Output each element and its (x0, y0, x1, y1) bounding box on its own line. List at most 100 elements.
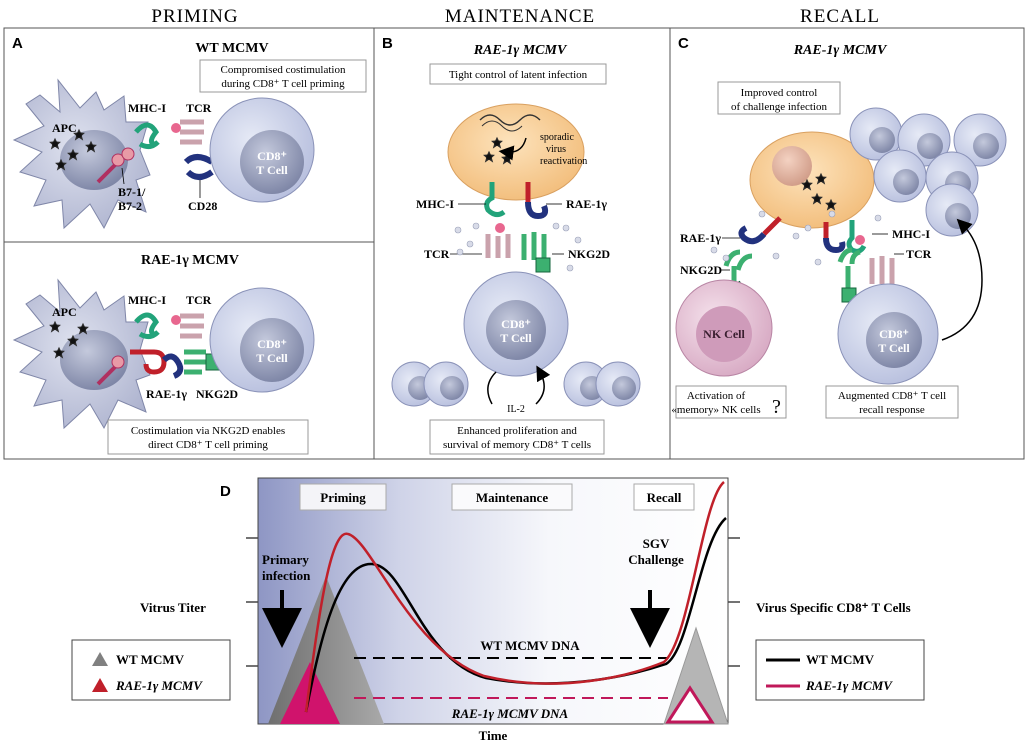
panel-a-label: A (12, 35, 23, 52)
panel-c: C RAE-1γ MCMV Improved control of challe… (671, 35, 1007, 419)
rae-1g-molecule (738, 225, 767, 245)
panel-b-title: RAE-1γ MCMV (473, 43, 568, 58)
phase-recall: Recall (647, 490, 682, 505)
t-cell-nucleus (486, 300, 546, 360)
t-cell-label-line1: CD8⁺ (257, 337, 287, 351)
wt-recall-triangle (663, 626, 729, 725)
panel-c-label: C (678, 35, 689, 52)
panel-b-note: Tight control of latent infection (449, 69, 588, 81)
nkg2d-molecule (184, 349, 206, 375)
apc-label: APC (52, 305, 77, 319)
sgv-line2: Challenge (628, 552, 684, 567)
t-cell-label-line1: CD8⁺ (501, 317, 531, 331)
panel-c-title: RAE-1γ MCMV (793, 43, 888, 58)
tcr-label: TCR (424, 247, 450, 261)
nk-note-line1: Activation of (687, 390, 746, 402)
legend-rae-triangle (92, 678, 108, 692)
t-cell-label-line1: CD8⁺ (879, 327, 909, 341)
rae-label: RAE-1γ (566, 197, 607, 211)
t-note-box (825, 385, 959, 419)
primary-infection-line1: Primary (262, 552, 309, 567)
mhc-i-molecule (484, 182, 506, 218)
mhc-label: MHC-I (892, 227, 930, 241)
header-recall: RECALL (800, 6, 880, 27)
wt-titer-triangle (268, 576, 384, 724)
wt-tcell-curve (304, 517, 727, 713)
t-cell-nucleus (240, 130, 304, 194)
peptide (855, 235, 865, 245)
panel-a-bottom-note-line1: Costimulation via NKG2D enables (131, 425, 285, 437)
nk-note-box (675, 385, 787, 419)
proliferation-arrow (487, 371, 497, 405)
rae-label: RAE-1γ (680, 231, 721, 245)
rae-1g-molecule (161, 353, 184, 379)
rae-label: RAE-1γ (146, 387, 187, 401)
peptide (171, 123, 181, 133)
panel-d: D Priming Maintenance Recall WT MCMV DNA… (71, 477, 925, 743)
tcr-label: TCR (186, 101, 212, 115)
nkg2d-label: NKG2D (568, 247, 610, 261)
sgv-line1: SGV (643, 536, 670, 551)
phase-recall-box (633, 483, 695, 511)
legend-left-rae: RAE-1γ MCMV (115, 678, 203, 693)
right-axis-label: Virus Specific CD8⁺ T Cells (756, 600, 911, 615)
rae-tcell-curve (304, 481, 725, 713)
infected-cell (447, 103, 585, 201)
panel-b-bottom-line2: survival of memory CD8⁺ T cells (443, 439, 591, 451)
sporadic-line1: sporadic (540, 132, 574, 143)
mhc-i-molecule (134, 122, 160, 150)
apc-nucleus (60, 130, 128, 190)
proliferation-arrow (535, 365, 551, 405)
left-axis-label: Vitrus Titer (140, 600, 206, 615)
tcr-label: TCR (186, 293, 212, 307)
nkg2d-label: NKG2D (196, 387, 238, 401)
cytokine-dots (454, 222, 582, 272)
tcr-molecule (485, 234, 511, 258)
cd28-molecule (183, 154, 214, 180)
b7-molecule (111, 355, 125, 369)
expansion-arrow (941, 218, 983, 341)
tcr-molecule (180, 119, 204, 145)
nkg2d-label: NKG2D (680, 263, 722, 277)
mhc-label: MHC-I (416, 197, 454, 211)
wt-dna-label: WT MCMV DNA (480, 638, 580, 653)
t-cell-nucleus (866, 312, 922, 368)
b7-molecule (121, 147, 135, 161)
rae-recall-triangle (665, 685, 715, 724)
primary-infection-line2: infection (262, 568, 311, 583)
panel-a-top-note-line1: Compromised costimulation (221, 64, 346, 76)
mhc-label: MHC-I (128, 101, 166, 115)
nkg2d-molecule (837, 247, 861, 288)
panel-a-bottom-note-line2: direct CD8⁺ T cell priming (148, 439, 268, 451)
phase-priming-box (299, 483, 387, 511)
cd28-label: CD28 (188, 199, 217, 213)
phase-priming: Priming (320, 490, 366, 505)
legend-left-wt: WT MCMV (116, 652, 185, 667)
panel-a-bottom-note-box (107, 419, 309, 455)
t-cell-label-line2: T Cell (878, 341, 910, 355)
legend-wt-triangle (92, 652, 108, 666)
tcr-label: TCR (906, 247, 932, 261)
panel-a-top-note-line2: during CD8⁺ T cell priming (221, 78, 345, 90)
question-mark: ? (772, 396, 781, 418)
panel-a-top-title: WT MCMV (195, 41, 268, 56)
apc-label: APC (52, 121, 77, 135)
panel-b: B RAE-1γ MCMV Tight control of latent in… (382, 35, 641, 455)
t-cell-label-line2: T Cell (500, 331, 532, 345)
reactivation-arrow (498, 137, 527, 161)
panel-a-bottom: RAE-1γ MCMV APC MHC-I TCR RAE-1γ NKG2D C… (12, 253, 315, 455)
cytokine-dots (710, 210, 882, 266)
panel-b-label: B (382, 35, 393, 52)
tcr-molecule (180, 313, 204, 339)
peptide (171, 315, 181, 325)
panel-a-top: A WT MCMV Compromised costimulation duri… (12, 35, 367, 230)
x-axis-label: Time (479, 728, 508, 743)
panel-d-label: D (220, 483, 231, 500)
left-axis-ticks (246, 537, 258, 667)
nk-cell-label: NK Cell (703, 327, 745, 341)
b7-label-line1: B7-1/ (118, 185, 146, 199)
header-priming: PRIMING (151, 6, 238, 27)
viral-dna (479, 114, 541, 126)
mhc-i-molecule (134, 312, 160, 340)
